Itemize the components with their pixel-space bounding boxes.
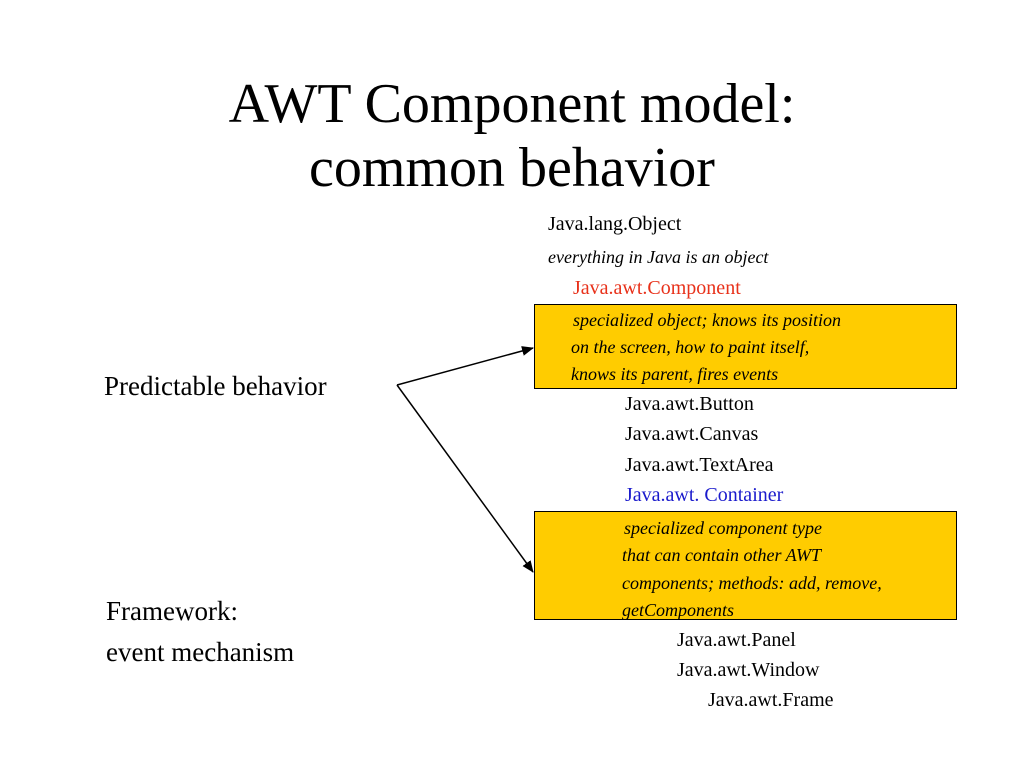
java-awt-button: Java.awt.Button: [625, 393, 754, 415]
title-line-2: common behavior: [309, 137, 715, 199]
framework-label: Framework:: [106, 596, 238, 626]
title-line-1: AWT Component model:: [228, 73, 796, 135]
arrow-to-component-box: [396, 346, 534, 386]
java-awt-container: Java.awt. Container: [625, 484, 784, 506]
container-box-line-3: components; methods: add, remove,: [622, 573, 882, 593]
object-note: everything in Java is an object: [548, 247, 769, 267]
arrow-to-container-box: [396, 384, 534, 573]
java-lang-object: Java.lang.Object: [548, 213, 682, 235]
java-awt-frame: Java.awt.Frame: [708, 689, 834, 711]
container-box-line-2: that can contain other AWT: [622, 545, 821, 565]
java-awt-textarea: Java.awt.TextArea: [625, 454, 774, 476]
container-description-box: specialized component type that can cont…: [534, 511, 957, 620]
java-awt-panel: Java.awt.Panel: [677, 629, 796, 651]
component-description-box: specialized object; knows its position o…: [534, 304, 957, 389]
container-box-line-1: specialized component type: [624, 518, 822, 538]
component-box-line-2: on the screen, how to paint itself,: [571, 337, 810, 357]
slide-title: AWT Component model: common behavior: [0, 72, 1024, 200]
java-awt-canvas: Java.awt.Canvas: [625, 423, 759, 445]
component-box-line-3: knows its parent, fires events: [571, 364, 779, 384]
predictable-behavior-label: Predictable behavior: [104, 371, 327, 401]
component-box-line-1: specialized object; knows its position: [573, 310, 841, 330]
java-awt-component: Java.awt.Component: [573, 277, 741, 299]
container-box-line-4: getComponents: [622, 600, 734, 620]
event-mechanism-label: event mechanism: [106, 637, 295, 667]
java-awt-window: Java.awt.Window: [677, 659, 820, 681]
